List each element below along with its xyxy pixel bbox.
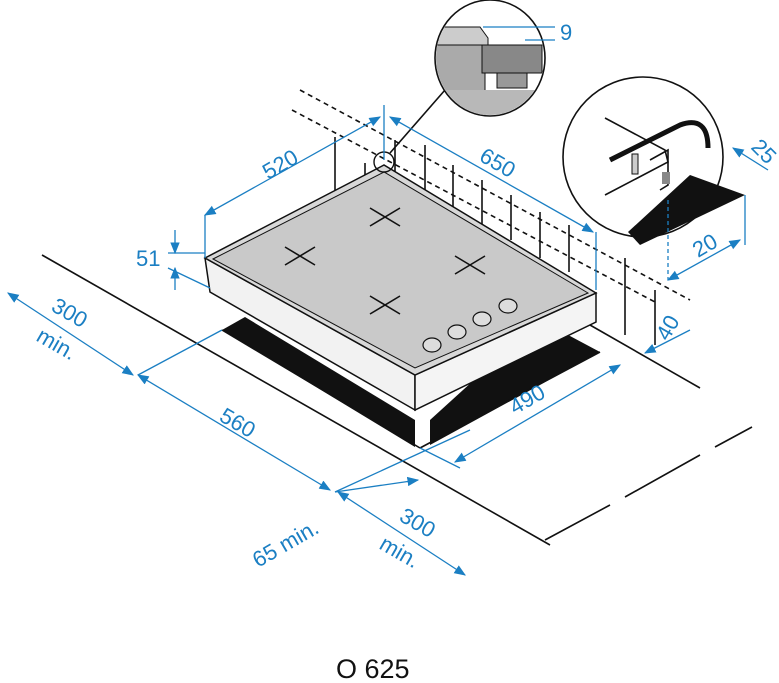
right-clearance-dimension: 300 bbox=[396, 503, 440, 543]
seal-dimension: 9 bbox=[560, 20, 572, 45]
edge-offset-dimension: 20 bbox=[688, 228, 722, 262]
width-dimension: 520 bbox=[258, 144, 302, 184]
seal-detail bbox=[434, 0, 555, 117]
wall-offset-dimension: 25 bbox=[746, 134, 779, 169]
height-dimension: 51 bbox=[136, 246, 160, 271]
left-clearance-dimension: 300 bbox=[48, 293, 92, 333]
fixing-detail bbox=[562, 76, 745, 245]
control-knobs bbox=[422, 298, 518, 353]
front-clearance-dimension: 65 min. bbox=[248, 515, 323, 573]
model-title: O 625 bbox=[336, 654, 410, 683]
cutout-width-dimension: 560 bbox=[216, 403, 260, 443]
dimension-lines bbox=[7, 105, 769, 576]
right-clearance-suffix: min. bbox=[376, 531, 424, 573]
depth-dimension: 650 bbox=[476, 143, 520, 183]
